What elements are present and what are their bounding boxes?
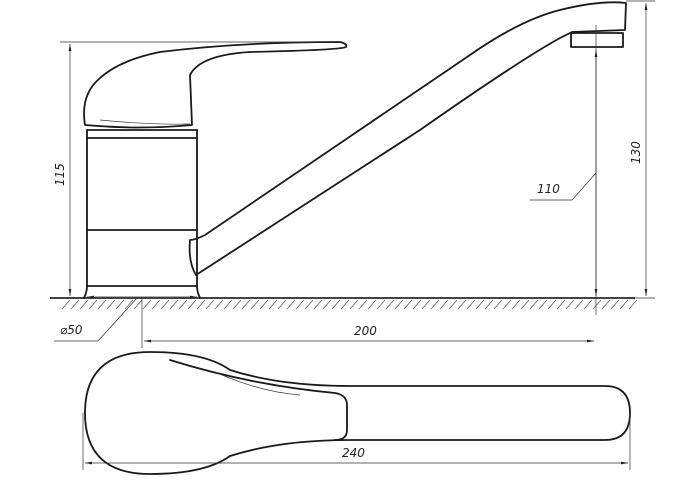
hatch-line (223, 299, 233, 310)
hatch-line (151, 299, 161, 310)
hatch-line (133, 299, 143, 310)
hatch-line (475, 299, 485, 310)
hatch-line (466, 299, 476, 310)
hatch-line (115, 299, 125, 310)
hatch-line (601, 299, 611, 310)
hatch-line (529, 299, 539, 310)
faucet-body-side-view (83, 129, 201, 299)
hatch-line (79, 299, 89, 310)
hatch-line (106, 299, 116, 310)
hatch-line (268, 299, 278, 310)
hatch-line (196, 299, 206, 310)
hatch-line (169, 299, 179, 310)
lever-handle-side-view (83, 41, 348, 129)
hatch-line (592, 299, 602, 310)
hatch-line (295, 299, 305, 310)
dimension-110: 110 (530, 25, 598, 315)
hatch-line (430, 299, 440, 310)
dimension-label-200: 200 (354, 324, 377, 338)
hatch-line (574, 299, 584, 310)
hatch-line (349, 299, 359, 310)
hatch-line (403, 299, 413, 310)
hatch-line (61, 299, 71, 310)
dimension-label-110: 110 (537, 182, 560, 196)
hatch-line (556, 299, 566, 310)
hatch-line (628, 299, 638, 310)
hatch-line (304, 299, 314, 310)
hatch-line (124, 299, 134, 310)
hatch-line (412, 299, 422, 310)
hatch-line (313, 299, 323, 310)
hatch-line (88, 299, 98, 310)
hatch-line (421, 299, 431, 310)
hatch-line (331, 299, 341, 310)
dimension-200: 200 (141, 298, 594, 348)
hatch-line (160, 299, 170, 310)
hatch-line (439, 299, 449, 310)
hatch-line (493, 299, 503, 310)
hatch-line (187, 299, 197, 310)
hatch-line (142, 299, 152, 310)
lever-handle-top-view (84, 351, 631, 475)
hatch-line (448, 299, 458, 310)
hatch-line (367, 299, 377, 310)
spout-side-view (188, 1, 627, 276)
dimension-diameter-50: ⌀50 (54, 295, 197, 342)
ground-line (50, 297, 638, 310)
hatch-line (457, 299, 467, 310)
hatch-line (241, 299, 251, 310)
hatch-line (97, 299, 107, 310)
dimension-label-130: 130 (629, 141, 643, 164)
hatch-line (277, 299, 287, 310)
hatch-line (259, 299, 269, 310)
hatch-line (322, 299, 332, 310)
hatch-line (502, 299, 512, 310)
hatch-line (484, 299, 494, 310)
hatch-line (583, 299, 593, 310)
hatch-line (232, 299, 242, 310)
hatch-line (385, 299, 395, 310)
hatch-line (565, 299, 575, 310)
dimension-240: 240 (82, 413, 631, 470)
hatch-line (520, 299, 530, 310)
hatch-line (340, 299, 350, 310)
hatch-line (70, 299, 80, 310)
hatch-line (358, 299, 368, 310)
hatch-line (538, 299, 548, 310)
hatch-line (286, 299, 296, 310)
hatch-line (376, 299, 386, 310)
dimension-label-240: 240 (342, 446, 365, 460)
hatch-line (610, 299, 620, 310)
hatch-line (511, 299, 521, 310)
hatch-line (205, 299, 215, 310)
dimension-label-diameter-50: ⌀50 (60, 323, 83, 337)
hatch-line (250, 299, 260, 310)
hatch-line (214, 299, 224, 310)
dimension-115: 115 (53, 41, 340, 296)
hatch-line (547, 299, 557, 310)
dimension-130: 130 (626, 0, 655, 299)
dimension-label-115: 115 (53, 163, 67, 186)
hatch-line (394, 299, 404, 310)
hatch-line (619, 299, 629, 310)
hatch-line (178, 299, 188, 310)
